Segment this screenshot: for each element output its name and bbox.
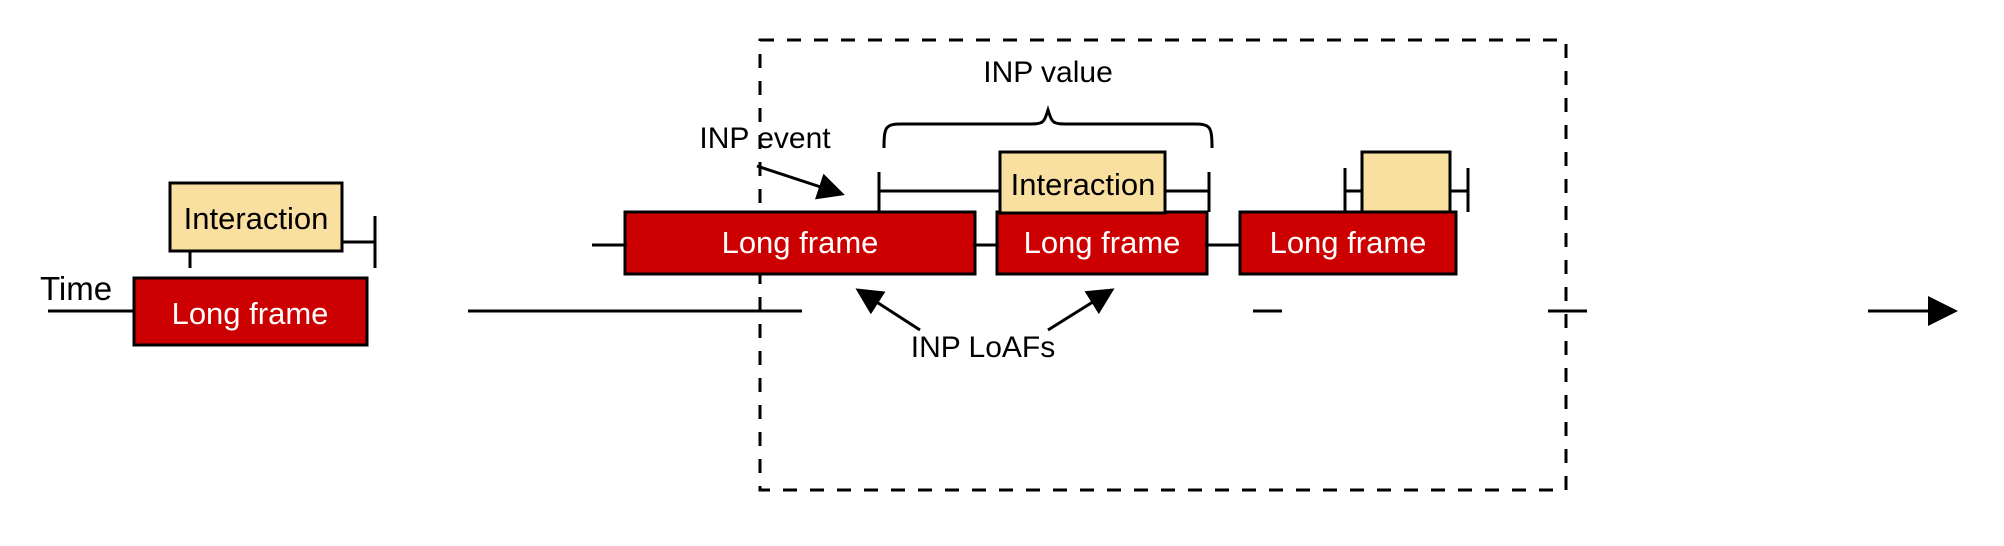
inp-long-frame-1-label: Long frame (722, 225, 879, 260)
inp-interaction-label: Interaction (1011, 167, 1156, 202)
left-long-frame-box[interactable] (132, 276, 369, 347)
right-long-frame-label: Long frame (1270, 225, 1427, 260)
inp-event-arrow (756, 164, 845, 200)
time-axis-label: Time (40, 270, 112, 307)
inp-loafs-arrow-left (855, 288, 921, 332)
inp-interaction-box[interactable] (998, 150, 1167, 215)
inp-long-frame-2[interactable] (995, 210, 1209, 276)
left-long-frame-label: Long frame (172, 296, 329, 331)
inp-loafs-label: INP LoAFs (911, 331, 1056, 364)
inp-loafs-arrow-right (1047, 288, 1115, 332)
inp-long-frame-2-label: Long frame (1024, 225, 1181, 260)
left-interaction-box[interactable] (168, 181, 344, 253)
inp-value-brace (882, 105, 1214, 149)
inp-long-frame-1[interactable] (623, 210, 977, 276)
right-interaction-box[interactable] (1360, 150, 1452, 215)
inp-value-label: INP value (983, 56, 1113, 89)
right-long-frame-box[interactable] (1238, 210, 1458, 276)
inp-region-dashed-box (758, 38, 1568, 492)
left-interaction-label: Interaction (184, 201, 329, 236)
inp-event-label: INP event (699, 122, 831, 155)
